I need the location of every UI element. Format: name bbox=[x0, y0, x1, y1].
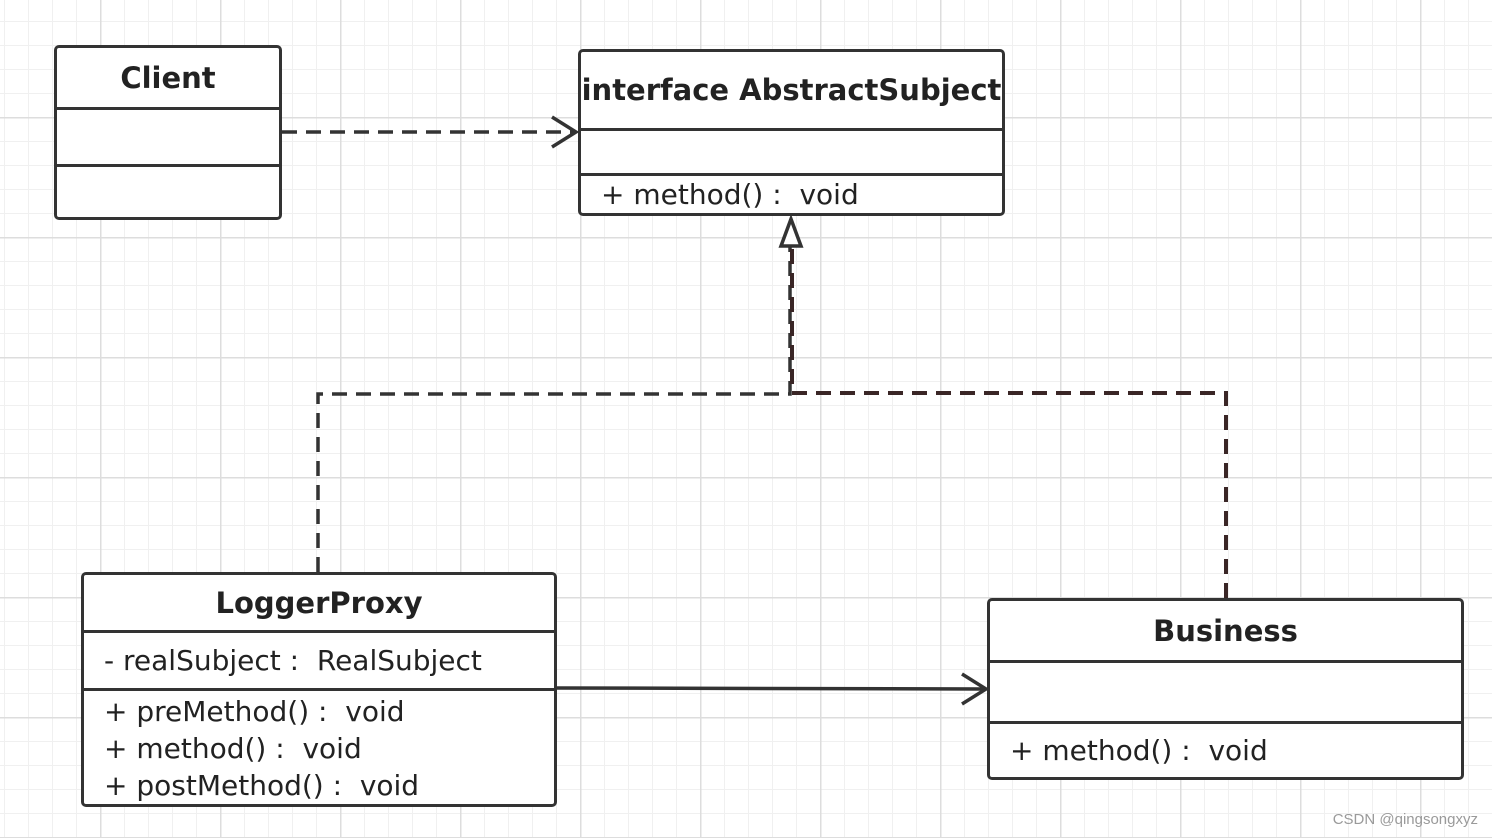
method: + preMethod() : void bbox=[104, 695, 405, 728]
attribute: - realSubject : RealSubject bbox=[104, 644, 482, 678]
method: + method() : void bbox=[1010, 734, 1268, 767]
methods-section: + preMethod() : void + method() : void +… bbox=[84, 688, 554, 804]
attributes-section bbox=[990, 660, 1461, 721]
methods-section: + method() : void bbox=[581, 173, 1002, 213]
methods-section bbox=[57, 164, 279, 217]
class-name: interface AbstractSubject bbox=[581, 73, 1002, 107]
watermark: CSDN @qingsongxyz bbox=[1332, 811, 1478, 828]
open-arrowhead-icon bbox=[961, 672, 990, 706]
class-client[interactable]: Client bbox=[54, 45, 282, 220]
class-logger-proxy[interactable]: LoggerProxy - realSubject : RealSubject … bbox=[81, 572, 557, 807]
method: + method() : void bbox=[601, 178, 859, 211]
class-business[interactable]: Business + method() : void bbox=[987, 598, 1464, 780]
attributes-section: - realSubject : RealSubject bbox=[84, 630, 554, 688]
attributes-section bbox=[57, 107, 279, 164]
class-abstract-subject[interactable]: interface AbstractSubject + method() : v… bbox=[578, 49, 1005, 216]
class-name: Client bbox=[120, 60, 216, 95]
association-loggerproxy-to-business bbox=[556, 672, 990, 706]
realization-loggerproxy-to-abstractsubject bbox=[316, 246, 792, 572]
realization-business-to-abstractsubject bbox=[790, 246, 1228, 598]
dependency-client-to-abstractsubject bbox=[282, 115, 580, 149]
hollow-triangle-arrowhead-icon bbox=[778, 213, 804, 248]
attributes-section bbox=[581, 128, 1002, 173]
open-arrowhead-icon bbox=[551, 115, 580, 149]
method: + postMethod() : void bbox=[104, 769, 420, 802]
class-name: Business bbox=[1153, 613, 1298, 648]
methods-section: + method() : void bbox=[990, 721, 1461, 777]
method: + method() : void bbox=[104, 732, 362, 765]
class-name: LoggerProxy bbox=[215, 585, 423, 620]
